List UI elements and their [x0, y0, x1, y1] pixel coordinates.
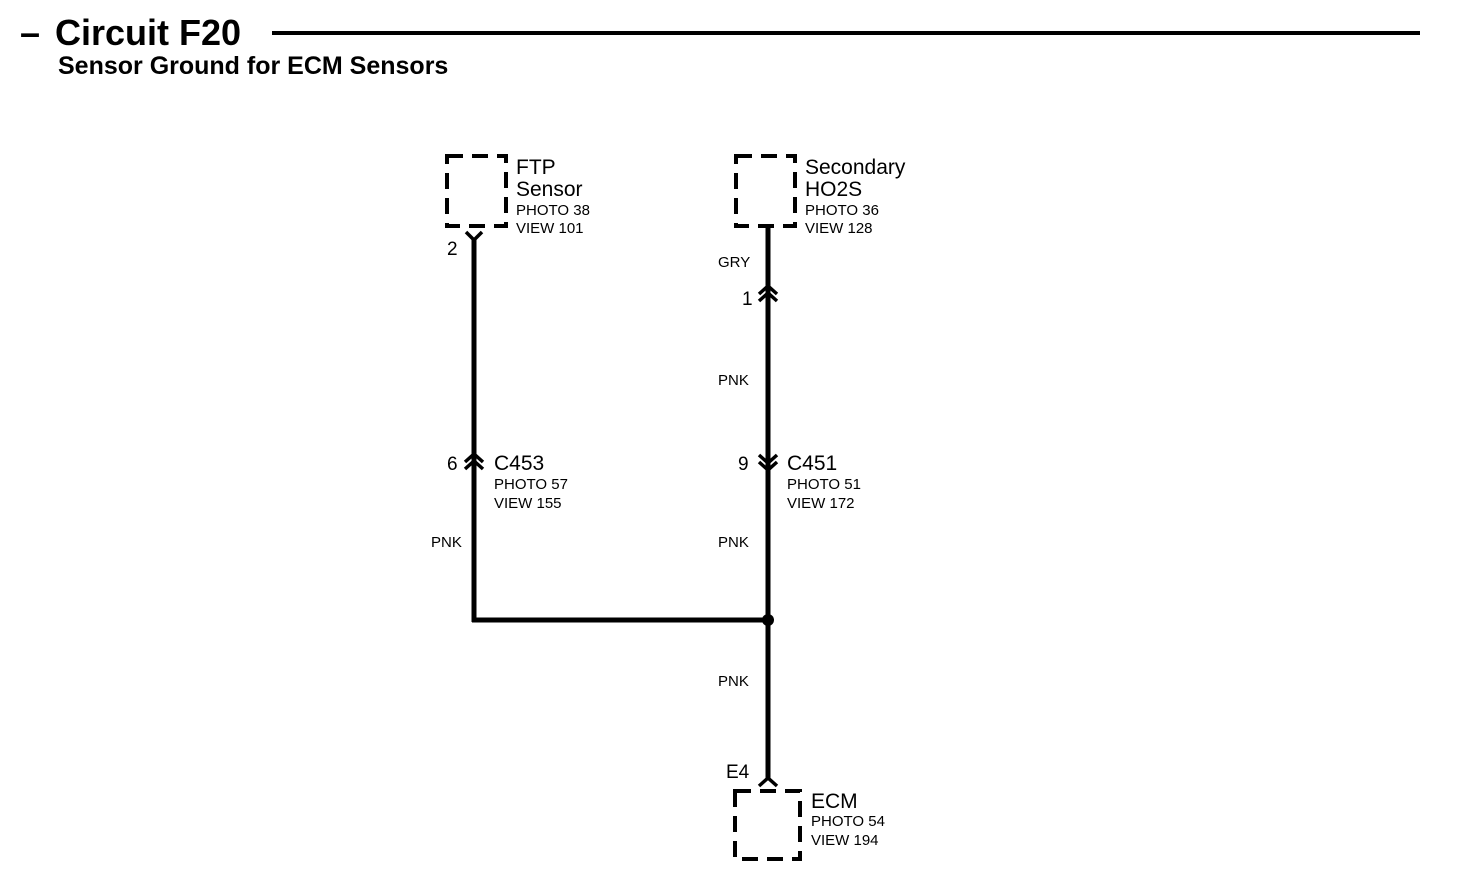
c453-pin: 6	[447, 454, 458, 475]
ecm-photo: PHOTO 54	[811, 813, 885, 830]
ho2s-inline-pin: 1	[742, 289, 753, 310]
c453-view: VIEW 155	[494, 495, 562, 512]
c451-view: VIEW 172	[787, 495, 855, 512]
ecm-view: VIEW 194	[811, 832, 879, 849]
c453-photo: PHOTO 57	[494, 476, 568, 493]
wire-color-pnk-right: PNK	[718, 534, 749, 551]
ho2s-inline-terminal-lower	[757, 290, 779, 303]
circuit-subtitle: Sensor Ground for ECM Sensors	[58, 52, 448, 80]
ho2s-name-line2: HO2S	[805, 178, 862, 201]
c451-terminal-upper	[757, 453, 779, 466]
ho2s-view: VIEW 128	[805, 220, 873, 237]
ftp-sensor-box	[445, 154, 508, 228]
wire-color-pnk-ecm: PNK	[718, 673, 749, 690]
c453-name: C453	[494, 452, 544, 475]
ho2s-box	[734, 154, 797, 228]
c451-pin: 9	[738, 454, 749, 475]
ecm-name: ECM	[811, 790, 858, 813]
c451-photo: PHOTO 51	[787, 476, 861, 493]
wire-color-pnk-left: PNK	[431, 534, 462, 551]
ho2s-photo: PHOTO 36	[805, 202, 879, 219]
c453-terminal-lower	[463, 458, 485, 471]
wire-color-pnk-ho2s: PNK	[718, 372, 749, 389]
wire-color-gry: GRY	[718, 254, 750, 271]
ftp-pin-number: 2	[447, 239, 458, 260]
ho2s-name-line1: Secondary	[805, 156, 906, 179]
header-dash: –	[20, 12, 40, 53]
ftp-sensor-name-line1: FTP	[516, 156, 556, 179]
ho2s-inline-terminal-upper	[757, 283, 779, 296]
c451-terminal-lower	[757, 460, 779, 473]
circuit-title: Circuit F20	[55, 12, 241, 53]
ecm-pin-terminal	[757, 775, 779, 788]
ftp-sensor-photo: PHOTO 38	[516, 202, 590, 219]
ecm-box	[733, 789, 802, 861]
c451-name: C451	[787, 452, 837, 475]
splice-dot	[762, 614, 774, 626]
c453-terminal-upper	[463, 451, 485, 464]
ftp-sensor-view: VIEW 101	[516, 220, 584, 237]
ecm-pin: E4	[726, 762, 750, 783]
ftp-sensor-name-line2: Sensor	[516, 178, 583, 201]
ftp-pin-terminal	[464, 230, 484, 243]
